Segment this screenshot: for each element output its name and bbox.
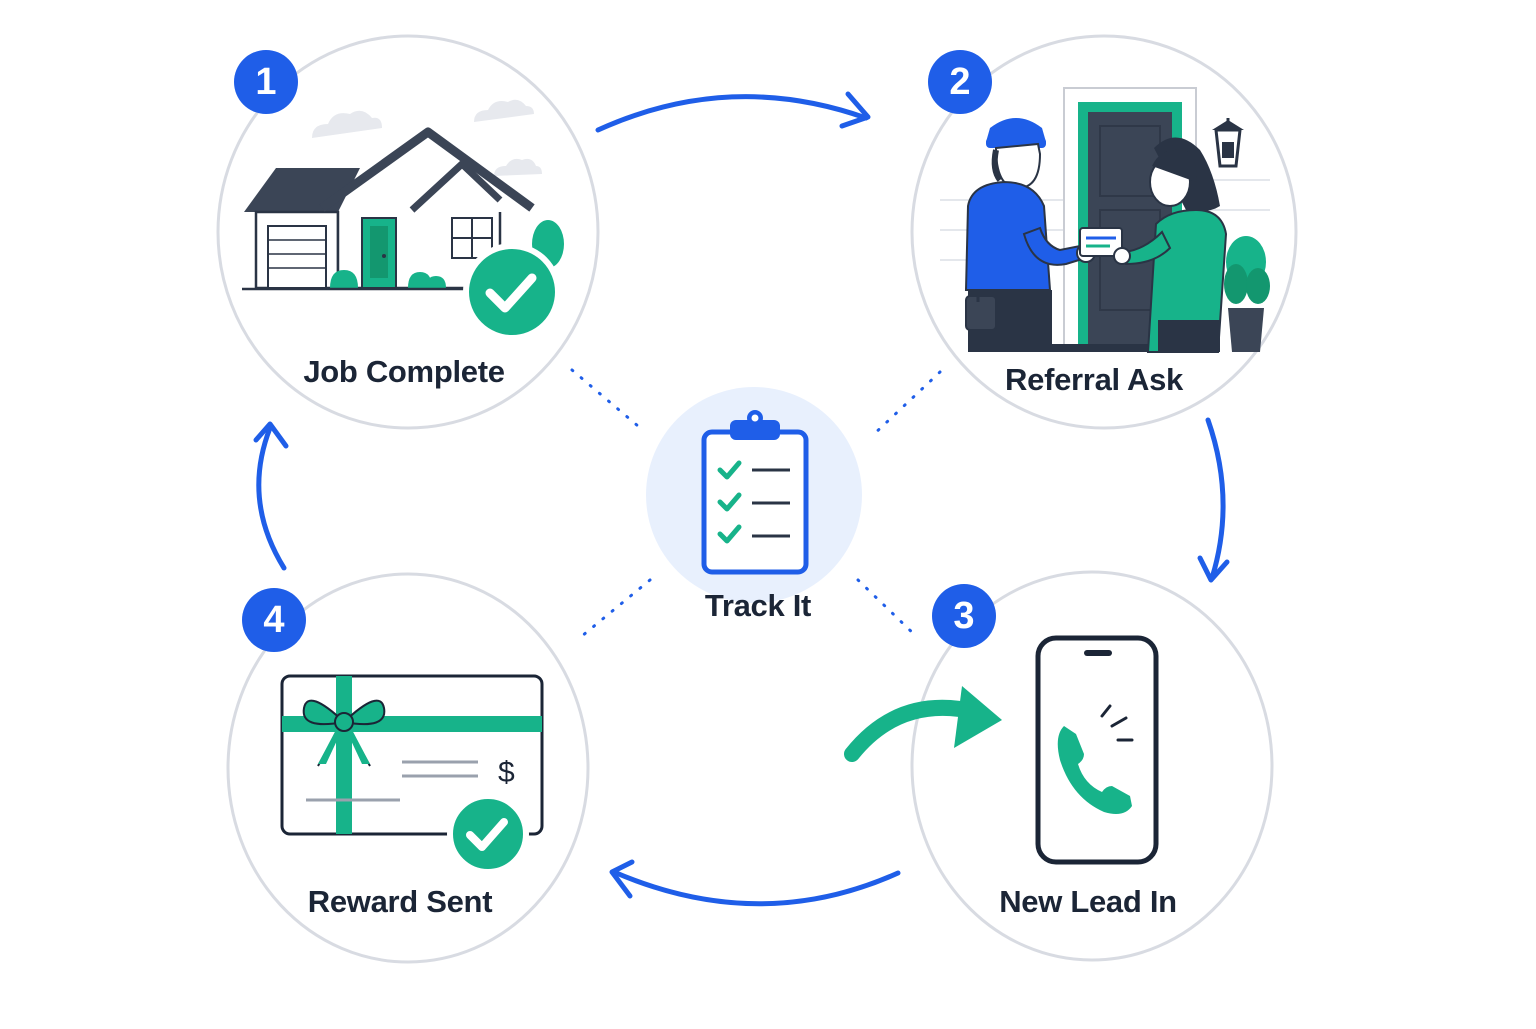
arrow-2-to-3 <box>1205 417 1226 581</box>
cycle-arrows <box>253 91 1230 907</box>
arrow-1-to-2 <box>595 94 869 133</box>
step-2-node <box>910 34 1298 430</box>
dotted-connector-3 <box>856 578 920 640</box>
step-2-number-badge: 2 <box>928 50 992 114</box>
step-4-label: Reward Sent <box>307 884 493 919</box>
arrow-2-to-3-head <box>1197 555 1230 583</box>
phone-incoming-call-icon <box>844 635 1159 865</box>
step-3-node <box>844 570 1274 962</box>
dotted-connectors <box>570 368 942 640</box>
center-track-node <box>646 387 862 603</box>
step-3-label: New Lead In <box>999 884 1177 919</box>
arrow-3-to-4-head <box>609 859 635 899</box>
step-1-label: Job Complete <box>303 354 505 389</box>
house-with-check-icon <box>242 99 564 341</box>
step-3-number-badge: 3 <box>932 584 996 648</box>
svg-text:$: $ <box>498 756 515 789</box>
step-1-node <box>216 34 600 430</box>
step-1-number-badge: 1 <box>234 50 298 114</box>
arrow-3-to-4 <box>611 869 901 907</box>
step-2-label: Referral Ask <box>1005 362 1183 397</box>
dotted-connector-2 <box>870 370 942 438</box>
dotted-connector-4 <box>580 578 652 638</box>
gift-card-with-check-icon: $ <box>280 674 544 875</box>
step-4-node: $ <box>226 572 590 964</box>
dotted-connector-1 <box>570 368 647 434</box>
arrow-1-to-2-head <box>839 91 871 129</box>
arrow-4-to-1-head <box>253 421 289 449</box>
step-4-number-badge: 4 <box>242 588 306 652</box>
clipboard-checklist-icon <box>701 410 809 575</box>
technician-handing-card-icon <box>940 87 1270 353</box>
arrow-4-to-1 <box>256 425 287 571</box>
center-label: Track It <box>704 588 812 623</box>
